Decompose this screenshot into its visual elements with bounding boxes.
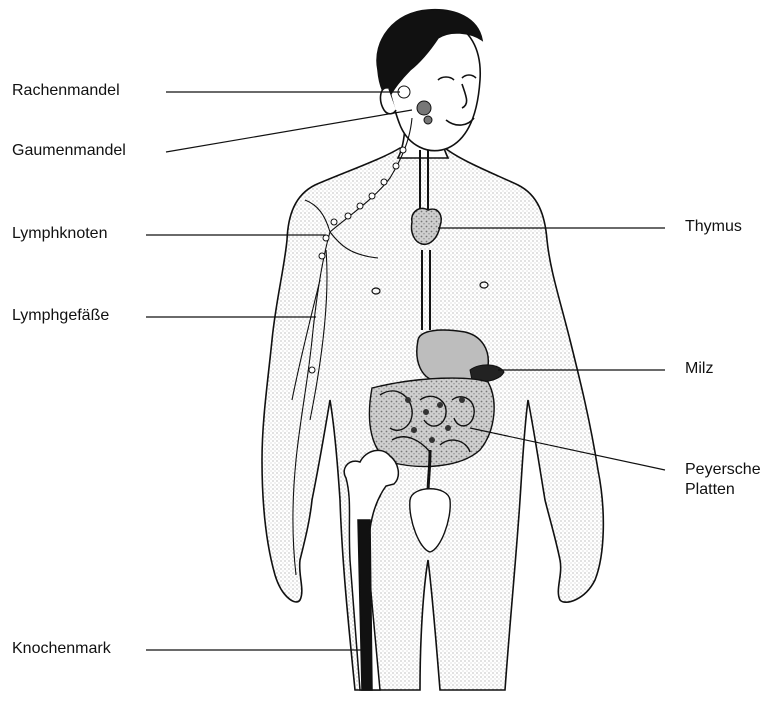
label-knochenmark: Knochenmark xyxy=(12,639,111,659)
gaumenmandel-mark xyxy=(417,101,431,115)
label-peyersche-line2: Platten xyxy=(685,480,780,500)
label-peyersche-line1: Peyersche xyxy=(685,460,780,480)
leader-gaumenmandel xyxy=(166,110,412,152)
label-lymphknoten: Lymphknoten xyxy=(12,224,107,244)
label-rachenmandel: Rachenmandel xyxy=(12,81,120,101)
label-milz: Milz xyxy=(685,359,713,379)
label-thymus: Thymus xyxy=(685,217,742,237)
label-peyersche-platten: Peyersche Platten xyxy=(685,460,780,500)
label-lymphgefaesse: Lymphgefäße xyxy=(12,306,109,326)
label-gaumenmandel: Gaumenmandel xyxy=(12,141,126,161)
head xyxy=(377,10,482,151)
